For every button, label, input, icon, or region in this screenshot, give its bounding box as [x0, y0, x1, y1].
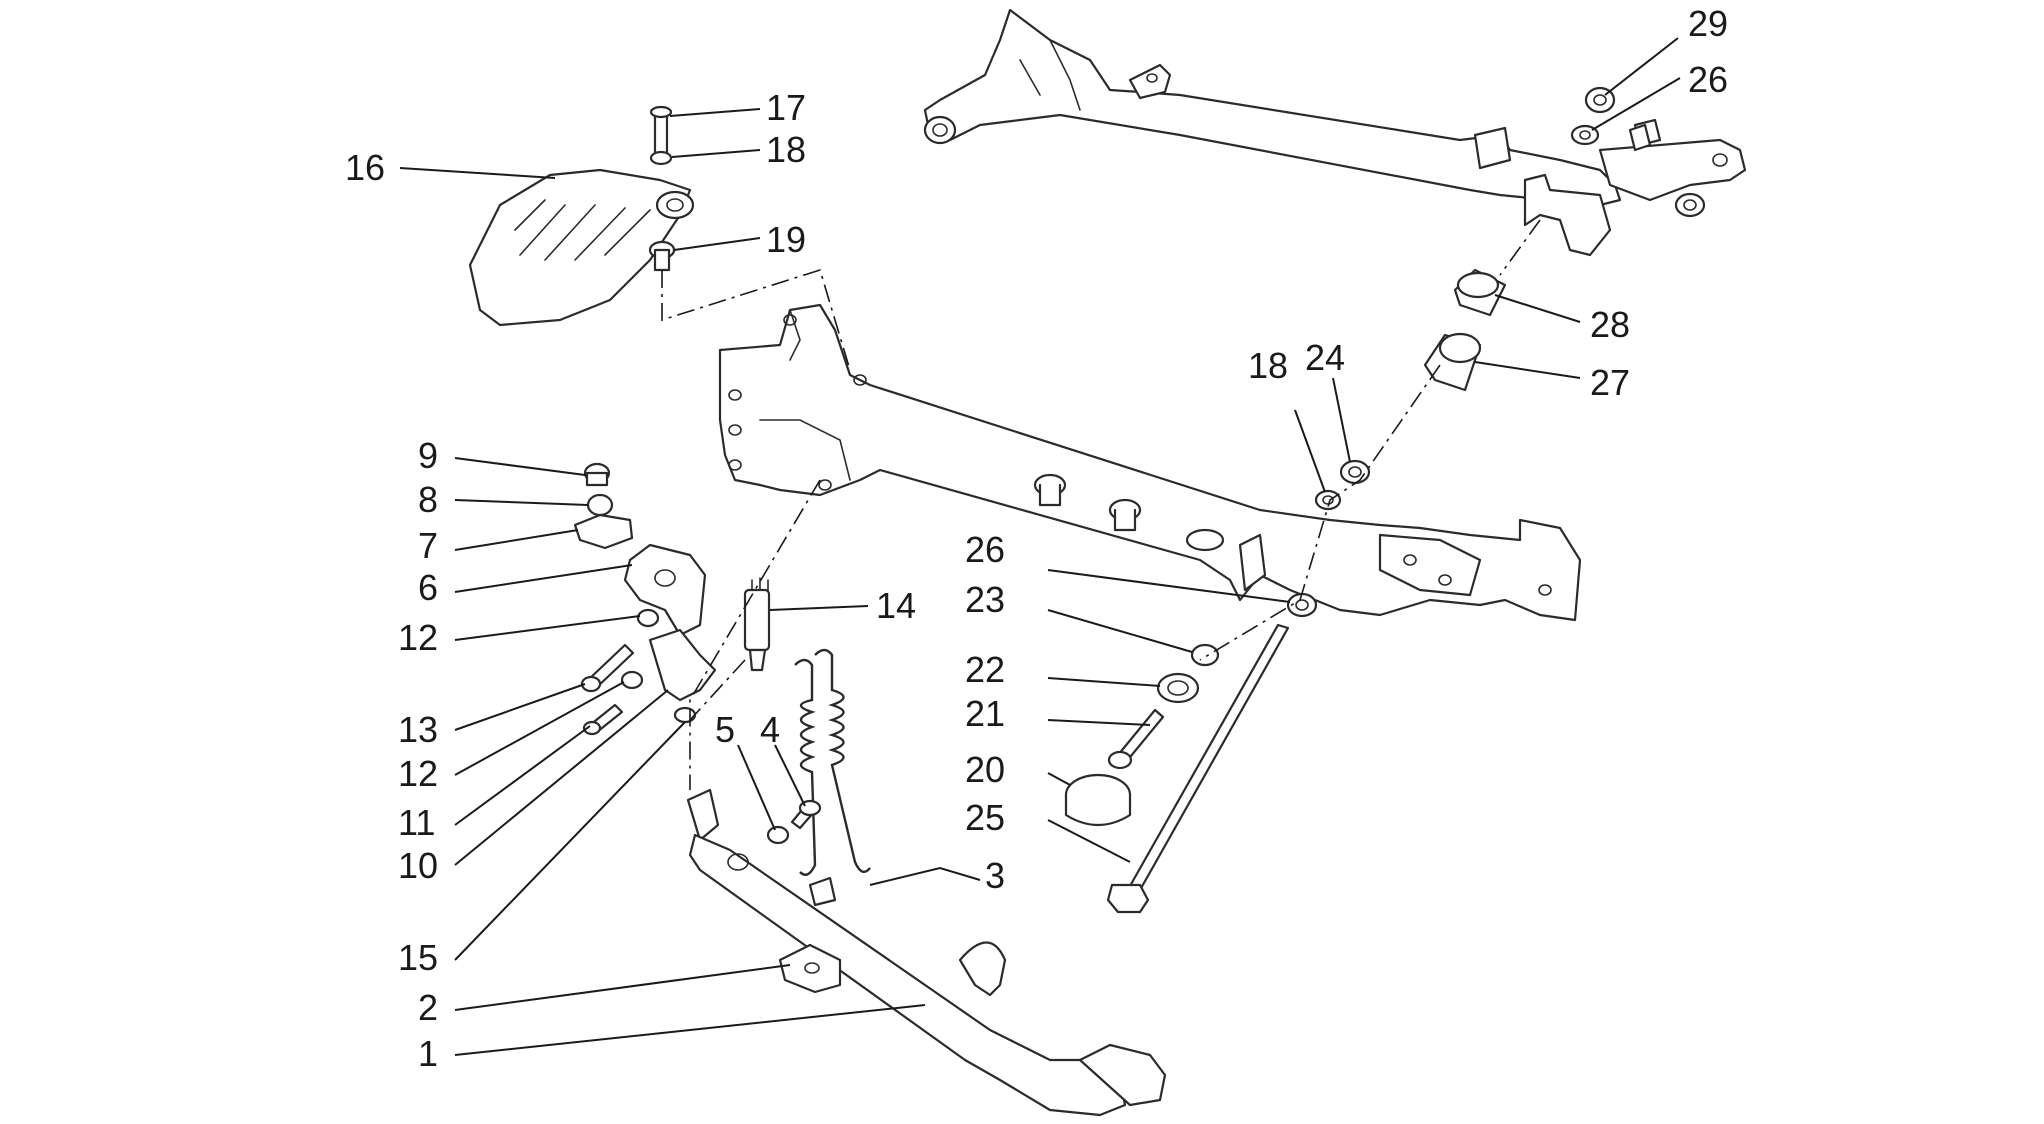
plate-part-2	[778, 943, 842, 994]
callout-12-top: 12	[398, 617, 438, 658]
side-stand-part-1	[686, 788, 1167, 1117]
frame-stud	[1108, 498, 1142, 532]
callout-1: 1	[418, 1033, 438, 1074]
callout-21: 21	[965, 693, 1005, 734]
bolt-part-11	[582, 703, 624, 736]
washer-part-15	[673, 706, 697, 724]
frame-stud	[1185, 528, 1225, 552]
bushing-part-19	[648, 240, 676, 272]
bushing-part-28	[1453, 268, 1507, 317]
callout-13: 13	[398, 709, 438, 750]
washer-part-12-top	[636, 608, 660, 628]
washer-part-18	[649, 150, 673, 166]
frame-stud	[1033, 473, 1067, 507]
spring-part-3	[794, 648, 871, 876]
washer-part-26-lower	[1286, 592, 1318, 618]
callout-19: 19	[766, 219, 806, 260]
nut-part-24	[1339, 459, 1371, 485]
bolt-part-13	[580, 643, 635, 693]
callout-4: 4	[760, 709, 780, 750]
callout-8: 8	[418, 479, 438, 520]
callout-26-lower: 26	[965, 529, 1005, 570]
callout-24: 24	[1305, 337, 1345, 378]
washer-part-5	[766, 825, 790, 845]
washer-part-23	[1190, 643, 1220, 667]
callout-17: 17	[766, 87, 806, 128]
callout-2: 2	[418, 987, 438, 1028]
bracket-part-7	[573, 513, 634, 550]
bolt-part-21	[1107, 708, 1165, 770]
switch-part-14	[743, 577, 771, 672]
bolt-part-4	[790, 799, 822, 830]
footrest-part-16	[468, 168, 695, 327]
cap-part-20	[1064, 773, 1132, 826]
callout-29: 29	[1688, 3, 1728, 44]
callout-14: 14	[876, 585, 916, 626]
callout-7: 7	[418, 525, 438, 566]
callout-labels: 29 26 17 18 16 19 28 27 18 24 9 8 7 6 14…	[345, 3, 1728, 1074]
callout-3: 3	[985, 855, 1005, 896]
callout-16: 16	[345, 147, 385, 188]
callout-18: 18	[766, 129, 806, 170]
callout-22: 22	[965, 649, 1005, 690]
callout-10: 10	[398, 845, 438, 886]
rod-part-25	[1106, 623, 1290, 914]
callout-26: 26	[1688, 59, 1728, 100]
cup-part-22	[1156, 672, 1200, 704]
callout-25: 25	[965, 797, 1005, 838]
callout-5: 5	[715, 709, 735, 750]
bolt-part-17	[649, 105, 673, 159]
leader-lines	[399, 37, 1681, 1056]
rear-frame-upper	[923, 8, 1747, 257]
callout-23: 23	[965, 579, 1005, 620]
callout-20: 20	[965, 749, 1005, 790]
callout-18-mid: 18	[1248, 345, 1288, 386]
nut-part-8	[586, 493, 614, 517]
bushing-part-27	[1423, 332, 1482, 392]
callout-15: 15	[398, 937, 438, 978]
callout-27: 27	[1590, 362, 1630, 403]
assembly-lines	[661, 219, 1541, 790]
callout-28: 28	[1590, 304, 1630, 345]
frame-middle	[718, 303, 1582, 622]
callout-11: 11	[398, 802, 435, 843]
washer-part-26-upper	[1570, 124, 1600, 146]
washer-part-12-low	[620, 670, 644, 690]
plate-part-10	[648, 628, 717, 702]
callout-6: 6	[418, 567, 438, 608]
callout-9: 9	[418, 435, 438, 476]
washer-part-18-mid	[1314, 489, 1342, 511]
bracket-part-6	[623, 543, 707, 637]
bolt-top-right	[1628, 123, 1652, 152]
cap-part-9	[583, 462, 611, 487]
callout-12-low: 12	[398, 753, 438, 794]
